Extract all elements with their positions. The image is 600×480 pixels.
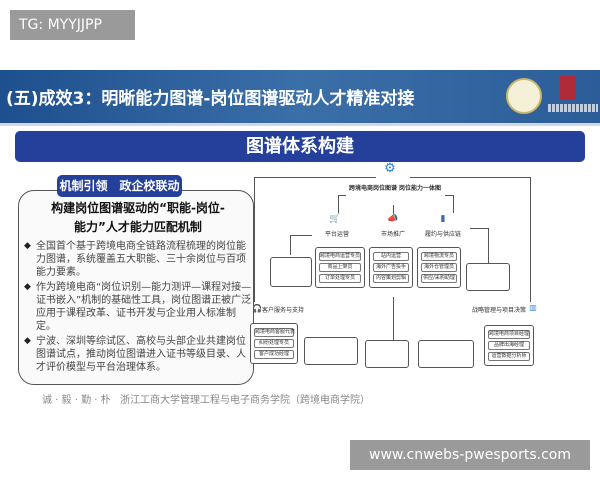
university-seal-logo [506,78,542,114]
tablet-icon: ▮ [440,214,446,224]
role-item: 供应/采购助理 [421,274,457,283]
section-title: 图谱体系构建 [15,131,585,162]
footer-motto: 诚 · 毅 · 勤 · 朴 [42,395,111,406]
supply-detail-box [466,263,510,291]
footer-school: 浙江工商大学管理工程与电子商务学院（跨境电商学院） [120,395,370,406]
strategy-detail-box [418,340,474,368]
role-item: 跨境电商客服代表 [254,328,296,337]
function-supply: 履约与供应链 [424,231,461,238]
megaphone-icon: 📣 [387,214,399,224]
platform-detail-box [270,257,312,287]
strategy-roles-box: 跨境电商项目经理 品牌出海经理 运营数据分析师 [484,325,534,366]
role-item: 跨境电商项目经理 [488,330,530,339]
function-platform: 平台运营 [324,231,349,238]
role-item: 站内运营 [373,252,409,261]
marketing-roles-box: 站内运营 海外广告投手 内容策划剪辑 [369,247,413,288]
function-service: 客户服务与支持 [262,307,305,314]
slide-title: (五)成效3：明晰能力图谱-岗位图谱驱动人才精准对接 [6,89,415,109]
role-item: 纠纷处理专员 [254,339,294,348]
gear-icon: ⚙ [384,161,396,176]
headset-icon: 🎧 [252,304,262,313]
role-item: 客户成功经理 [254,350,294,359]
slide-header: (五)成效3：明晰能力图谱-岗位图谱驱动人才精准对接 [0,70,600,126]
college-logo-text [548,104,598,112]
overlay-label-bottom: www.cnwebs-pwesports.com [350,440,590,470]
heading-line-1: 构建岗位图谱驱动的“职能-岗位- [51,201,225,215]
mechanism-tag: 机制引领 政企校联动 [57,175,182,197]
cart-icon: 🛒 [329,214,341,224]
role-item: 跨境电商运营专员 [319,252,361,261]
role-item: 跨境物流专员 [421,252,457,261]
function-marketing: 市场推广 [380,231,405,238]
supply-roles-box: 跨境物流专员 海外仓管理员 供应/采购助理 [417,247,461,288]
service-roles-box: 跨境电商客服代表 纠纷处理专员 客户成功经理 [250,323,298,364]
role-item: 品牌出海经理 [488,341,530,350]
college-logo [560,76,576,100]
mechanism-heading: 构建岗位图谱驱动的“职能-岗位- 能力”人才能力匹配机制 [24,199,252,237]
center-detail-box [365,340,409,368]
mechanism-content: 构建岗位图谱驱动的“职能-岗位- 能力”人才能力匹配机制 全国首个基于跨境电商全… [24,199,252,374]
role-item: 运营数据分析师 [488,352,530,361]
platform-roles-box: 跨境电商运营专员 商品上架员 订单处理专员 [315,247,365,288]
heading-line-2: 能力”人才能力匹配机制 [74,220,202,234]
bullet-item: 作为跨境电商“岗位识别—能力测评—课程对接—证书嵌入”机制的基础性工具，岗位图谱… [24,281,252,333]
service-detail-box [304,337,358,365]
role-item: 内容策划剪辑 [373,274,409,283]
role-item: 海外广告投手 [373,263,409,272]
function-strategy: 战略管理与项目决策 [471,307,526,314]
bullet-item: 宁波、深圳等综试区、高校与头部企业共建岗位图谱试点，推动岗位图谱进入证书等级目录… [24,335,252,374]
role-item: 订单处理专员 [319,274,361,283]
role-item: 海外仓管理员 [421,263,457,272]
job-map-diagram: ⚙ 跨境电商岗位图谱 岗位能力一体图 🛒 平台运营 📣 市场推广 ▮ 履约与供应… [250,161,540,385]
bar-chart-icon: ▥ [529,303,537,312]
overlay-label-top: TG: MYYJJPP [10,10,135,40]
bullet-item: 全国首个基于跨境电商全链路流程梳理的岗位能力图谱，系统覆盖五大职能、三十余岗位与… [24,240,252,279]
diagram-root: 跨境电商岗位图谱 岗位能力一体图 [348,185,442,192]
role-item: 商品上架员 [319,263,361,272]
